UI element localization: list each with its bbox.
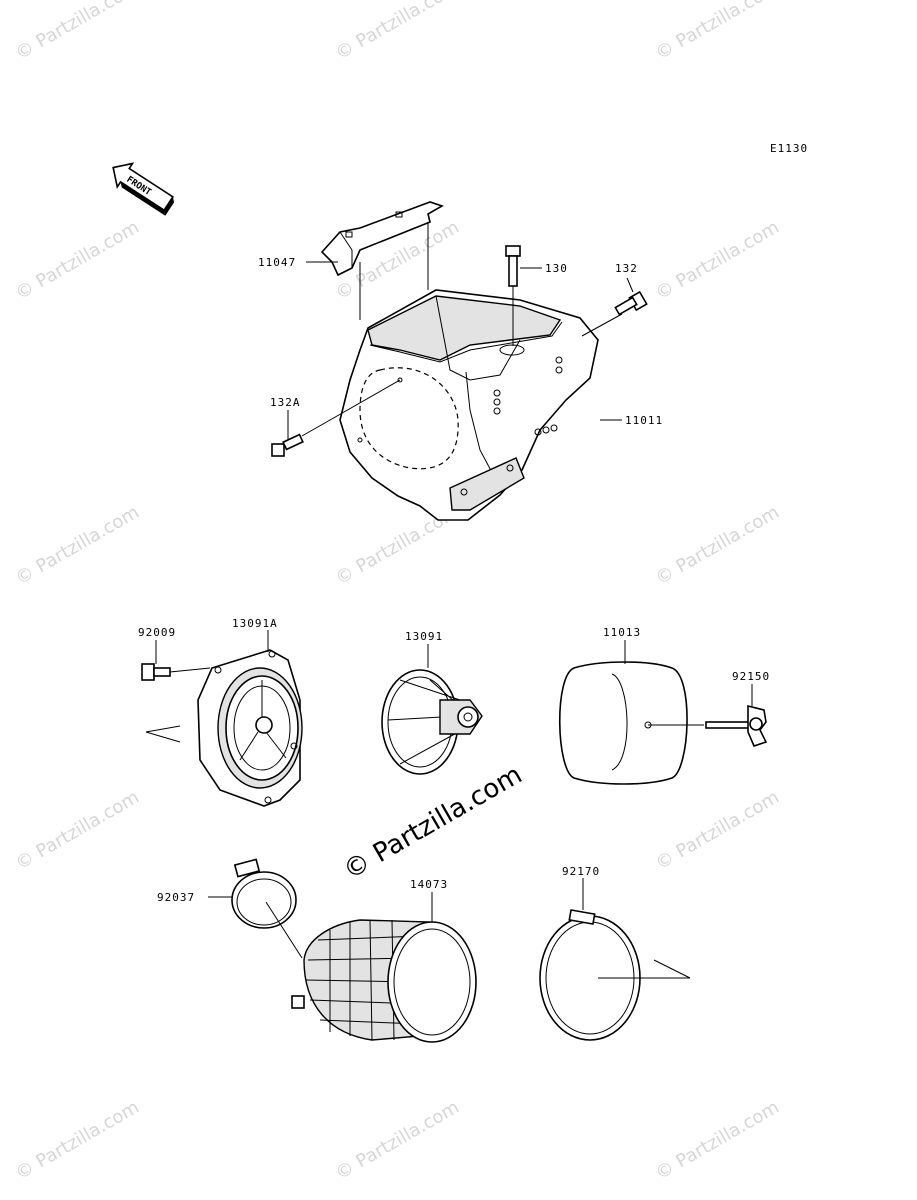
- part-label-11047: 11047: [258, 256, 296, 269]
- bolt-130: [505, 245, 521, 346]
- watermark: © Partzilla.com: [652, 502, 783, 590]
- watermark: © Partzilla.com: [652, 217, 783, 305]
- screw-92009: [141, 663, 211, 681]
- watermark: © Partzilla.com: [12, 502, 143, 590]
- watermark: © Partzilla.com: [652, 787, 783, 875]
- part-label-13091a: 13091A: [232, 617, 278, 630]
- clamp-92037: [231, 858, 303, 959]
- wing-nut-92150: [648, 704, 768, 747]
- front-arrow-icon: FRONT: [112, 162, 175, 216]
- bolt-132: [581, 290, 648, 337]
- part-label-14073: 14073: [410, 878, 448, 891]
- watermark: © Partzilla.com: [12, 1097, 143, 1185]
- part-label-92037: 92037: [157, 891, 195, 904]
- part-label-11011: 11011: [625, 414, 663, 427]
- air-cleaner-case-11011: [339, 289, 599, 521]
- diagram-code: E1130: [770, 142, 808, 155]
- duct-14073: [291, 919, 477, 1043]
- part-label-11013: 11013: [603, 626, 641, 639]
- watermark: © Partzilla.com: [652, 1097, 783, 1185]
- watermark: © Partzilla.com: [12, 217, 143, 305]
- part-label-92009: 92009: [138, 626, 176, 639]
- watermark: © Partzilla.com: [12, 787, 143, 875]
- bolt-132a: [271, 379, 401, 457]
- holder-13091: [381, 669, 483, 775]
- watermark: © Partzilla.com: [332, 1097, 463, 1185]
- part-label-132: 132: [615, 262, 638, 275]
- part-label-92170: 92170: [562, 865, 600, 878]
- part-label-132a: 132A: [270, 396, 301, 409]
- watermark: © Partzilla.com: [12, 0, 143, 64]
- clamp-92170: [539, 909, 691, 1041]
- part-label-130: 130: [545, 262, 568, 275]
- holder-13091a: [145, 649, 303, 807]
- bracket-11047: [320, 201, 444, 320]
- watermark: © Partzilla.com: [332, 0, 463, 64]
- watermark: © Partzilla.com: [652, 0, 783, 64]
- part-label-13091: 13091: [405, 630, 443, 643]
- element-11013: [558, 661, 688, 785]
- leader-132: [626, 277, 634, 293]
- part-label-92150: 92150: [732, 670, 770, 683]
- watermark-main: © Partzilla.com: [339, 760, 528, 886]
